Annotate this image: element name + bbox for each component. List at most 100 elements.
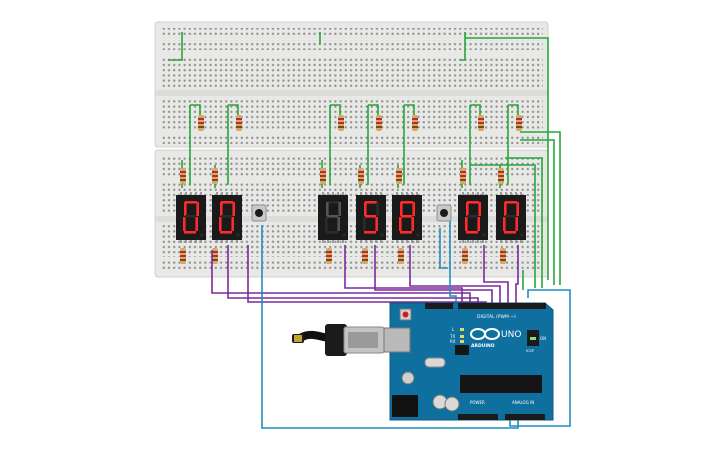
digital-header[interactable] <box>458 303 546 309</box>
segment-f <box>504 202 507 216</box>
display-pin <box>477 240 479 243</box>
segment-b <box>338 202 341 216</box>
rx-led <box>460 340 464 343</box>
resistor[interactable] <box>320 168 326 184</box>
display-pin <box>342 240 344 243</box>
display-pin <box>327 240 329 243</box>
display-pin <box>380 240 382 243</box>
segment-e <box>219 217 222 231</box>
resistor[interactable] <box>478 115 484 131</box>
display-pin <box>500 240 502 243</box>
resistor[interactable] <box>412 115 418 131</box>
seven-segment-display-4 <box>356 192 386 243</box>
segment-b <box>376 202 379 216</box>
resistor[interactable] <box>236 115 242 131</box>
resistors-lower-row[interactable] <box>180 248 506 264</box>
resistor[interactable] <box>462 248 468 264</box>
display-pin <box>505 192 507 195</box>
resistors-top[interactable] <box>198 115 522 131</box>
resistors-upper-row[interactable] <box>180 168 504 184</box>
segment-a <box>365 201 377 204</box>
display-pin <box>416 192 418 195</box>
resistor[interactable] <box>326 248 332 264</box>
display-pin <box>515 240 517 243</box>
display-pin <box>236 240 238 243</box>
display-pin <box>482 240 484 243</box>
display-pin <box>401 240 403 243</box>
display-pin <box>200 240 202 243</box>
resistor[interactable] <box>516 115 522 131</box>
resistor[interactable] <box>376 115 382 131</box>
segment-c <box>375 217 378 231</box>
resistor[interactable] <box>212 248 218 264</box>
resistor[interactable] <box>396 168 402 184</box>
resistor[interactable] <box>460 168 466 184</box>
seven-segment-display-6 <box>458 192 488 243</box>
resistor[interactable] <box>338 115 344 131</box>
resistor[interactable] <box>198 115 204 131</box>
display-pin <box>396 240 398 243</box>
arduino-uno-board[interactable]: ARDUINO UNO DIGITAL (PWM ~) POWER ANALOG… <box>383 302 554 421</box>
decimal-point <box>200 233 204 237</box>
display-pin <box>510 192 512 195</box>
resistor[interactable] <box>398 248 404 264</box>
pushbutton-right[interactable] <box>436 204 452 222</box>
display-pin <box>406 192 408 195</box>
display-pin <box>472 192 474 195</box>
segment-a <box>401 201 413 204</box>
display-pin <box>190 192 192 195</box>
resistor[interactable] <box>498 168 504 184</box>
decimal-point <box>380 233 384 237</box>
resistor[interactable] <box>500 248 506 264</box>
display-pin <box>337 240 339 243</box>
display-pin <box>482 192 484 195</box>
resistor[interactable] <box>180 168 186 184</box>
display-pin <box>375 192 377 195</box>
display-pin <box>180 192 182 195</box>
display-pin <box>195 192 197 195</box>
segment-a <box>467 201 479 204</box>
resistor[interactable] <box>212 168 218 184</box>
display-pin <box>396 192 398 195</box>
power-header[interactable] <box>458 414 498 420</box>
tx-led <box>460 335 464 338</box>
segment-g <box>467 215 478 218</box>
display-pin <box>520 240 522 243</box>
segment-c <box>337 217 340 231</box>
resistor[interactable] <box>180 248 186 264</box>
segment-e <box>183 217 186 231</box>
analog-header[interactable] <box>505 414 545 420</box>
segment-b <box>478 202 481 216</box>
segment-e <box>503 217 506 231</box>
seven-segment-displays <box>176 192 526 243</box>
display-pin <box>505 240 507 243</box>
pushbutton-left[interactable] <box>251 204 267 222</box>
segment-f <box>364 202 367 216</box>
icsp-label: ICSP <box>526 349 534 353</box>
segment-c <box>477 217 480 231</box>
segment-a <box>185 201 197 204</box>
usb-cable <box>292 324 385 356</box>
display-pin <box>515 192 517 195</box>
tx-led-label: TX <box>449 334 455 339</box>
on-led-label: ON <box>540 336 546 341</box>
display-pin <box>365 192 367 195</box>
breadboard-top[interactable] <box>154 21 549 148</box>
display-pin <box>370 240 372 243</box>
blue-wires[interactable] <box>261 215 571 429</box>
display-pin <box>467 192 469 195</box>
segment-f <box>220 202 223 216</box>
segment-a <box>505 201 517 204</box>
resistor[interactable] <box>358 168 364 184</box>
display-pin <box>322 192 324 195</box>
display-pin <box>500 192 502 195</box>
decimal-point <box>416 233 420 237</box>
seven-segment-display-3 <box>318 192 348 243</box>
resistor[interactable] <box>362 248 368 264</box>
segment-d <box>184 231 196 234</box>
rx-led-label: RX <box>450 339 456 344</box>
display-pin <box>467 240 469 243</box>
display-pin <box>327 192 329 195</box>
segment-f <box>184 202 187 216</box>
